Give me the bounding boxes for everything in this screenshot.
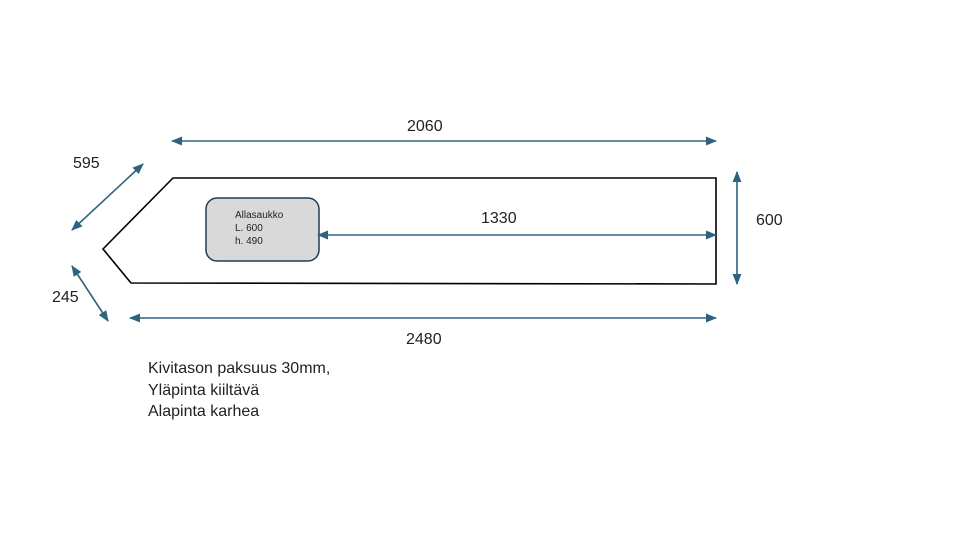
sink-to-end-label: 1330 — [481, 210, 517, 227]
top-length-label: 2060 — [407, 118, 443, 135]
upper-diagonal-arrow — [71, 163, 144, 231]
upper-diagonal-label: 595 — [73, 155, 100, 172]
lower-diagonal-label: 245 — [52, 289, 79, 306]
bottom-length-label: 2480 — [406, 331, 442, 348]
note-thickness: Kivitason paksuus 30mm, — [148, 360, 331, 377]
sink-title: Allasaukko — [235, 210, 284, 221]
note-top-surface: Yläpinta kiiltävä — [148, 381, 260, 399]
countertop-outline — [101, 177, 717, 285]
note-bottom-surface: Alapinta karhea — [148, 403, 260, 420]
lower-diagonal-arrow — [71, 265, 109, 322]
depth-label: 600 — [756, 212, 783, 229]
sink-cutout — [205, 197, 320, 262]
material-notes: Kivitason paksuus 30mm, Yläpinta kiiltäv… — [148, 358, 330, 423]
sink-length: L. 600 — [235, 223, 263, 234]
sink-height: h. 490 — [235, 236, 263, 247]
